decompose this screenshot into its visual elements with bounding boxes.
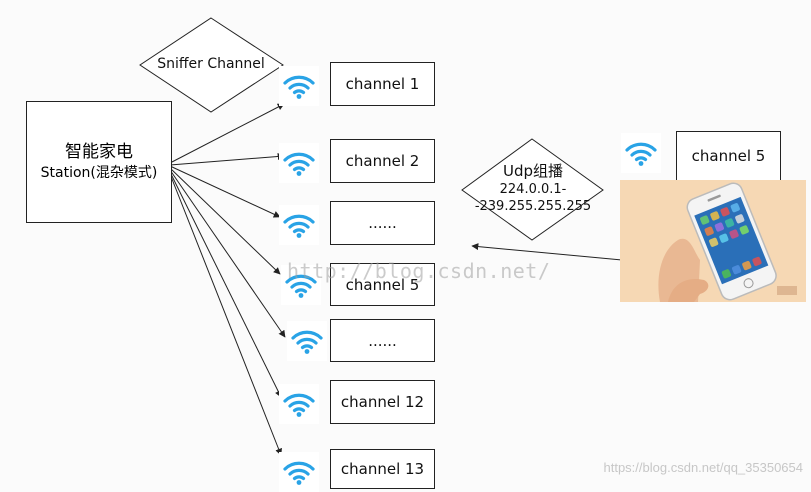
arrow-icon (471, 243, 623, 261)
phone-channel-box: channel 5 (676, 131, 781, 181)
channel-box: ...... (330, 319, 435, 362)
udp-range-end: -239.255.255.255 (474, 199, 592, 214)
wifi-icon (279, 205, 319, 245)
channel-box: channel 2 (330, 139, 435, 183)
wifi-icon (279, 452, 319, 492)
station-subtitle: Station(混杂模式) (40, 165, 158, 181)
arrow-icon (169, 169, 286, 338)
arrow-icon (169, 167, 281, 275)
station-box: 智能家电 Station(混杂模式) (26, 101, 172, 223)
channel-box: channel 5 (330, 263, 435, 306)
arrow-icon (169, 173, 282, 456)
phone-photo (620, 180, 806, 302)
arrow-icon (169, 103, 285, 164)
channel-box: channel 13 (330, 449, 435, 489)
udp-diamond (461, 138, 604, 241)
udp-title: Udp组播 (502, 162, 564, 180)
sniffer-diamond (139, 17, 284, 113)
wifi-icon (281, 265, 321, 305)
station-arrows (169, 103, 286, 456)
channel-box: channel 12 (330, 380, 435, 424)
wifi-icon (287, 321, 327, 361)
channel-box: ...... (330, 201, 435, 245)
watermark-text: http://blog.csdn.net/ (287, 259, 551, 283)
arrow-icon (169, 171, 282, 398)
wifi-icon (279, 384, 319, 424)
wifi-icon (279, 66, 319, 106)
channel-box: channel 1 (330, 62, 435, 106)
sniffer-label: Sniffer Channel (157, 56, 265, 72)
udp-label: Udp组播 224.0.0.1- -239.255.255.255 (468, 162, 598, 215)
credit-text: https://blog.csdn.net/qq_35350654 (603, 460, 804, 475)
wifi-icon (279, 143, 319, 183)
phone-icon (658, 182, 797, 302)
udp-range-start: 224.0.0.1- (499, 182, 567, 197)
wifi-icon (621, 133, 661, 173)
arrow-icon (169, 165, 281, 218)
arrow-icon (169, 153, 285, 166)
station-title: 智能家电 (65, 142, 133, 162)
